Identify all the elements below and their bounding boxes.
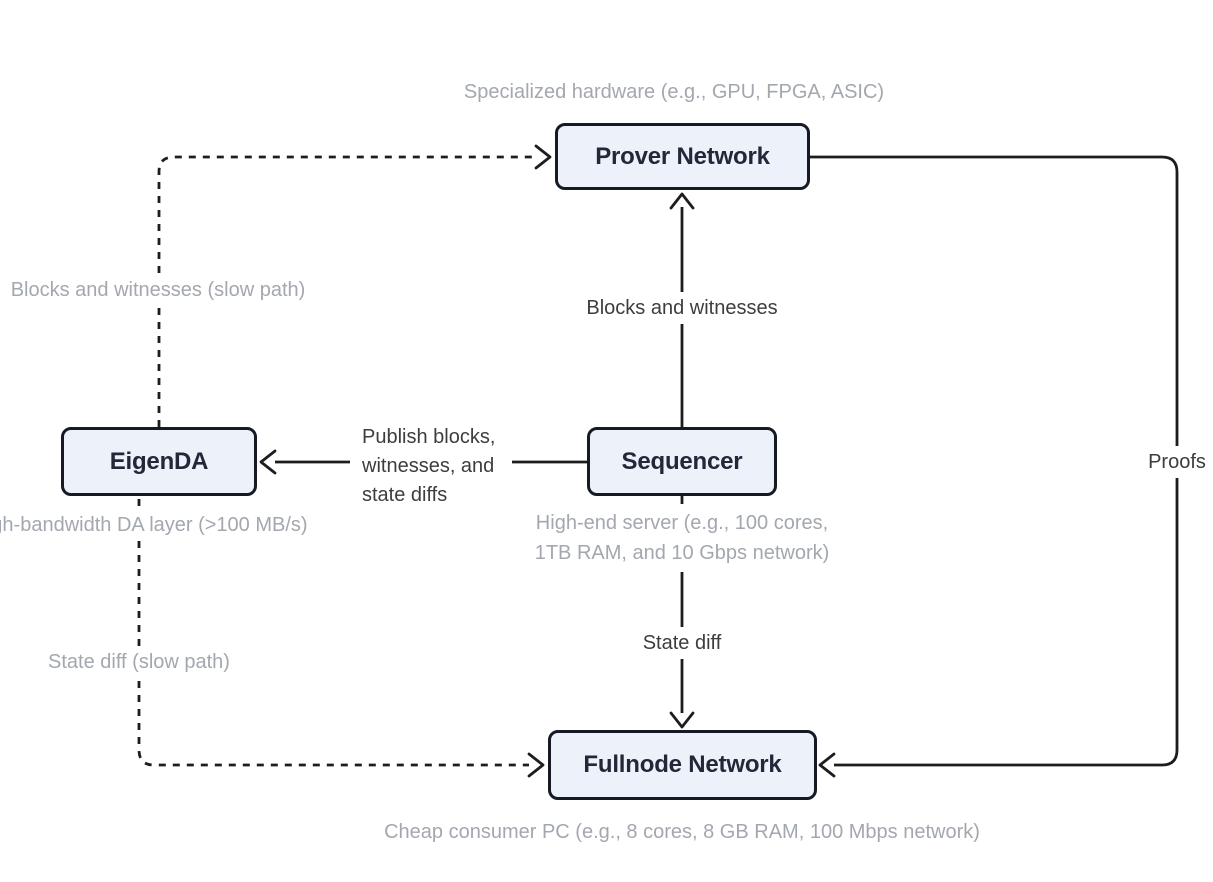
edge-label-publish-blocks-line-2: witnesses, and	[362, 455, 495, 477]
edge-label-blocks-and-witnesses: Blocks and witnesses	[579, 292, 785, 324]
edge-label-publish-blocks-line-1: Publish blocks,	[362, 426, 496, 448]
node-sequencer: Sequencer	[587, 427, 777, 496]
arrowhead-sequencer-to-prover	[669, 192, 695, 210]
caption-fullnode-network: Cheap consumer PC (e.g., 8 cores, 8 GB R…	[384, 821, 980, 843]
caption-eigenda: High-bandwidth DA layer (>100 MB/s)	[0, 509, 315, 541]
edge-prover-to-fullnode	[810, 155, 1179, 767]
arrowhead-eigenda-to-prover	[534, 144, 552, 170]
node-eigenda: EigenDA	[61, 427, 257, 496]
arrowhead-sequencer-to-eigenda	[259, 449, 277, 475]
edge-label-publish-blocks-line-3: state diffs	[362, 484, 448, 506]
caption-sequencer-line-1: High-end server (e.g., 100 cores,	[535, 512, 829, 534]
edge-eigenda-to-prover	[157, 155, 536, 427]
node-eigenda-label: EigenDA	[109, 447, 209, 475]
caption-sequencer-line-2: 1TB RAM, and 10 Gbps network)	[534, 542, 830, 564]
edge-label-state-diff: State diff	[635, 627, 729, 659]
edge-label-proofs: Proofs	[1141, 446, 1213, 478]
node-fullnode-network-label: Fullnode Network	[583, 751, 782, 778]
arrowhead-prover-to-fullnode	[818, 752, 836, 778]
node-prover-network: Prover Network	[555, 123, 810, 190]
node-sequencer-label: Sequencer	[621, 447, 743, 475]
arrowhead-sequencer-to-fullnode	[669, 711, 695, 729]
edge-label-publish-blocks: Publish blocks, witnesses, and state dif…	[350, 421, 512, 512]
edge-label-blocks-witnesses-slow-path: Blocks and witnesses (slow path)	[3, 274, 313, 306]
caption-sequencer: High-end server (e.g., 100 cores, 1TB RA…	[527, 504, 837, 572]
node-prover-network-label: Prover Network	[595, 142, 770, 170]
arrowhead-eigenda-to-fullnode	[527, 752, 545, 778]
caption-prover-network: Specialized hardware (e.g., GPU, FPGA, A…	[463, 81, 885, 103]
edge-label-state-diff-slow-path: State diff (slow path)	[41, 646, 237, 678]
node-fullnode-network: Fullnode Network	[548, 730, 817, 800]
